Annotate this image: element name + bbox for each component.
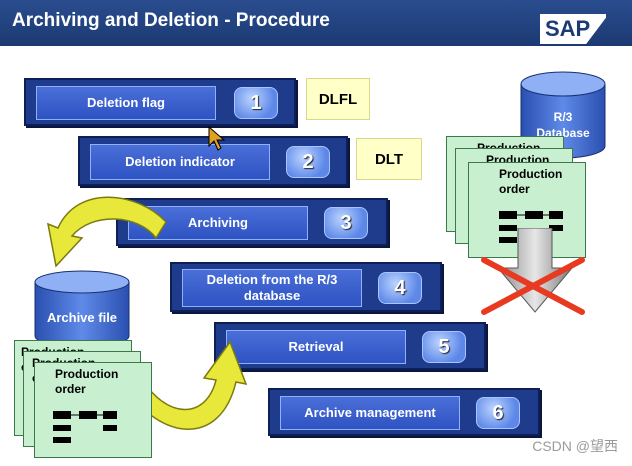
step-number-badge: 5 bbox=[422, 331, 466, 363]
slide-title: Archiving and Deletion - Procedure bbox=[12, 10, 330, 31]
r3-database-label-line1: R/3 bbox=[553, 110, 573, 124]
step-number-badge: 3 bbox=[324, 207, 368, 239]
step-6-archive-management: Archive management 6 bbox=[268, 388, 540, 436]
step-number-badge: 4 bbox=[378, 272, 422, 304]
cross-icon bbox=[481, 257, 585, 315]
code-dlt: DLT bbox=[356, 138, 422, 180]
step-label: Deletion indicator bbox=[90, 144, 270, 180]
production-order-stack-database: Production o Production o Production ord… bbox=[446, 136, 596, 266]
step-5-retrieval: Retrieval 5 bbox=[214, 322, 486, 370]
deletion-arrow-icon bbox=[496, 228, 574, 313]
watermark: CSDN @望西 bbox=[532, 438, 618, 454]
mouse-cursor-icon bbox=[208, 126, 226, 151]
doc-line2: order bbox=[499, 182, 530, 196]
retrieval-arrow-icon bbox=[125, 340, 248, 430]
step-label: Archive management bbox=[280, 396, 460, 430]
doc-line1: Production bbox=[499, 167, 563, 181]
production-order-stack-archive: Production o Production o Production ord… bbox=[14, 340, 164, 460]
production-order-document-front: Production order bbox=[34, 362, 152, 458]
step-1-deletion-flag: Deletion flag 1 bbox=[24, 78, 296, 126]
step-label: Retrieval bbox=[226, 330, 406, 364]
doc-line2: order bbox=[55, 382, 86, 396]
slide-header: Archiving and Deletion - Procedure SAP bbox=[0, 0, 632, 46]
order-structure-icon bbox=[53, 411, 117, 443]
sap-logo: SAP bbox=[540, 14, 606, 44]
order-structure-icon bbox=[499, 211, 563, 243]
archive-file-label: Archive file bbox=[46, 310, 118, 325]
step-label: Deletion flag bbox=[36, 86, 216, 120]
step-number-badge: 2 bbox=[286, 146, 330, 178]
step-2-deletion-indicator: Deletion indicator 2 bbox=[78, 136, 348, 186]
step-4-deletion-from-database: Deletion from the R/3 database 4 bbox=[170, 262, 442, 312]
step-number-badge: 1 bbox=[234, 87, 278, 119]
step-label: Deletion from the R/3 database bbox=[182, 269, 362, 307]
archiving-arrow-icon bbox=[47, 196, 167, 268]
step-number-badge: 6 bbox=[476, 397, 520, 429]
code-dlfl: DLFL bbox=[306, 78, 370, 120]
doc-line1: Production bbox=[55, 367, 119, 381]
